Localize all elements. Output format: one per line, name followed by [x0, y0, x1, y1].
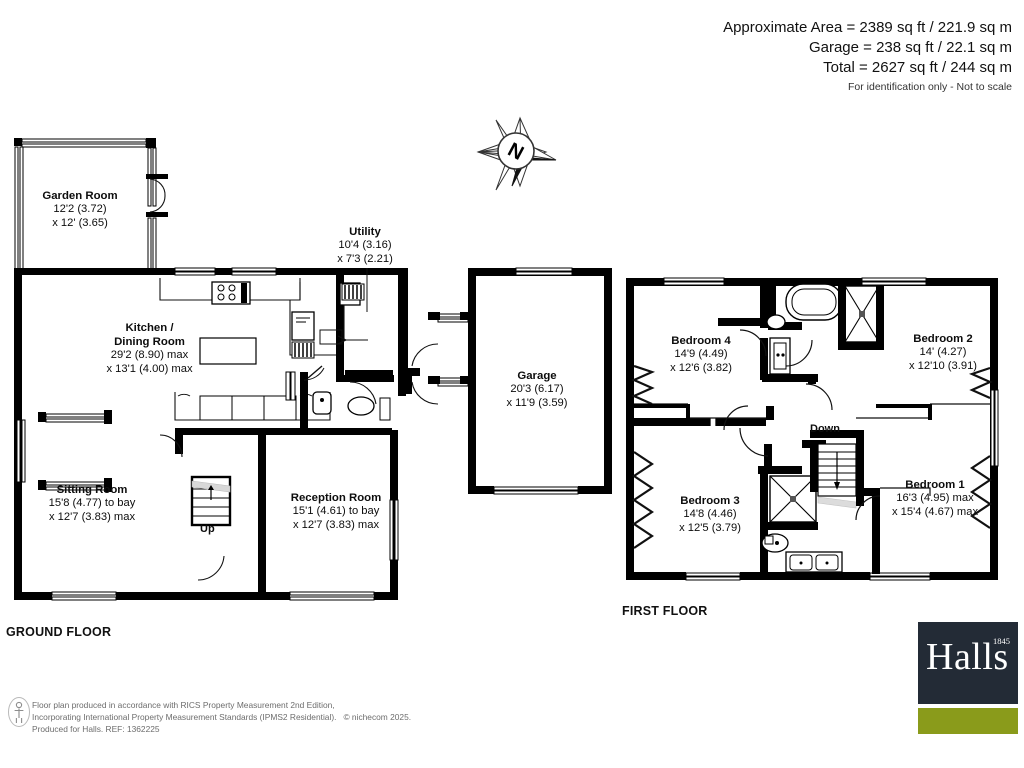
room-label-bedroom-4: Bedroom 4 14'9 (4.49) x 12'6 (3.82) — [670, 335, 732, 374]
approximate-area-text: Approximate Area = 2389 sq ft / 221.9 sq… — [723, 19, 1012, 36]
ground-floor-plan — [14, 138, 612, 601]
footer-line-3: Produced for Halls. REF: 1362225 — [32, 723, 160, 734]
room-label-garden-room: Garden Room 12'2 (3.72) x 12' (3.65) — [42, 190, 118, 229]
room-label-kitchen-dining: Kitchen / Dining Room 29'2 (8.90) max x … — [106, 322, 193, 375]
logo-established-year: 1845 — [993, 636, 1010, 646]
room-label-garage: Garage 20'3 (6.17) x 11'9 (3.59) — [506, 370, 568, 409]
footer-credits: Floor plan produced in accordance with R… — [32, 700, 411, 736]
room-label-reception-room: Reception Room 15'1 (4.61) to bay x 12'7… — [290, 492, 382, 531]
room-label-sitting-room: Sitting Room 15'8 (4.77) to bay x 12'7 (… — [48, 484, 136, 523]
logo-wordmark: Halls — [926, 636, 1009, 678]
footer-line-1: Floor plan produced in accordance with R… — [32, 700, 335, 710]
first-floor-plan — [626, 277, 999, 581]
room-label-bedroom-2: Bedroom 2 14' (4.27) x 12'10 (3.91) — [908, 333, 978, 372]
landing-door-arcs — [723, 329, 881, 521]
sitting-room-bay — [38, 410, 112, 492]
footer-line-2b: © nichecom 2025. — [343, 711, 412, 722]
compass-rose: N — [476, 116, 557, 191]
area-summary: Approximate Area = 2389 sq ft / 221.9 sq… — [723, 18, 1012, 95]
wardrobe-recesses — [631, 364, 993, 549]
room-label-bedroom-3: Bedroom 3 14'8 (4.46) x 12'5 (3.79) — [679, 495, 741, 534]
accessibility-icon — [8, 697, 30, 727]
logo-olive-bar — [918, 708, 1018, 734]
room-label-utility: Utility 10'4 (3.16) x 7'3 (2.21) — [337, 226, 393, 265]
bathroom-fixtures — [766, 283, 843, 375]
garden-room-walls — [14, 138, 168, 274]
landing-outline — [709, 418, 717, 426]
ensuite-shower-upper — [838, 285, 884, 350]
staircase-up — [190, 475, 232, 527]
kitchen-fixtures — [159, 278, 336, 421]
ground-floor-windows — [16, 267, 399, 601]
hall-cloakroom — [159, 343, 439, 592]
utility-fixtures — [319, 268, 368, 345]
footer-line-2a: Incorporating International Property Mea… — [32, 711, 337, 722]
garage-area-text: Garage = 238 sq ft / 22.1 sq m — [808, 38, 1012, 56]
lower-sanitary-fixtures — [761, 533, 843, 573]
ensuite-shower-lower — [766, 475, 818, 530]
disclaimer-text: For identification only - Not to scale — [848, 81, 1012, 94]
room-label-bedroom-1: Bedroom 1 16'3 (4.95) max x 15'4 (4.67) … — [891, 479, 979, 518]
logo-navy-block — [918, 622, 1018, 704]
footer-line-2: Incorporating International Property Mea… — [32, 712, 411, 724]
first-floor-caption: FIRST FLOOR — [622, 604, 708, 618]
stairs-down-label: Down — [810, 423, 840, 435]
garage-openings — [428, 267, 579, 495]
ground-floor-caption: GROUND FLOOR — [6, 625, 112, 639]
stairs-up-label: Up — [200, 523, 215, 535]
staircase-down — [810, 430, 864, 509]
total-area-text: Total = 2627 sq ft / 244 sq m — [823, 58, 1012, 76]
halls-logo[interactable]: Halls 1845 — [918, 622, 1018, 734]
first-floor-windows — [663, 277, 999, 581]
